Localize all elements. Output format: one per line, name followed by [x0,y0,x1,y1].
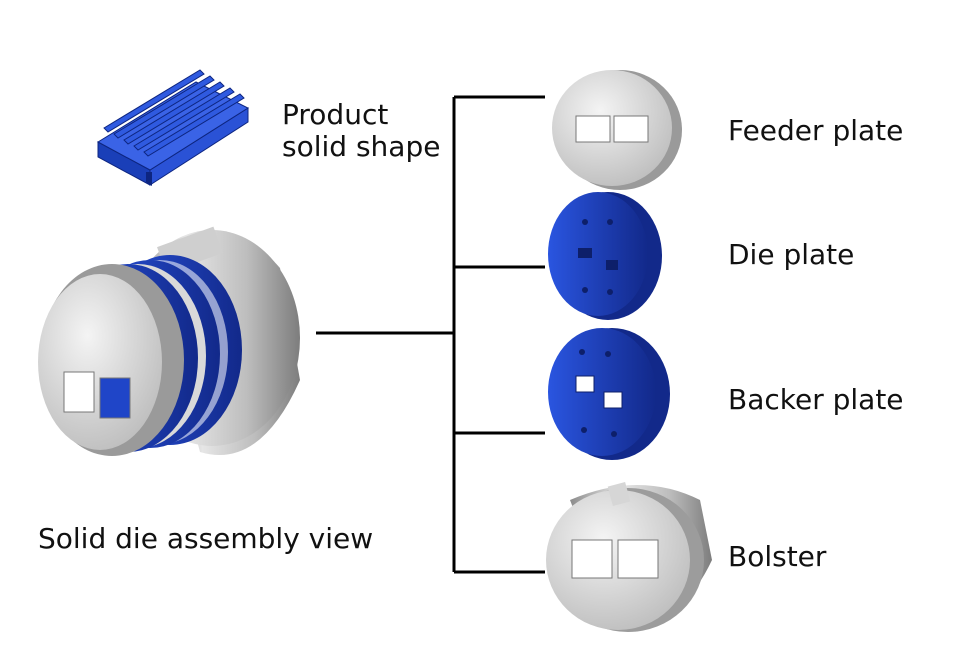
feeder-plate-icon [552,70,682,190]
product-label-line1: Product [282,98,389,131]
connector-lines [316,95,545,574]
bolster-icon [546,482,712,632]
backer-plate-label: Backer plate [728,383,904,416]
die-plate-label: Die plate [728,238,855,271]
die-assembly-icon [38,226,300,456]
heat-sink-icon [96,69,250,186]
product-label-line2: solid shape [282,130,441,163]
assembly-label: Solid die assembly view [38,522,374,555]
feeder-plate-label: Feeder plate [728,114,904,147]
bolster-label: Bolster [728,540,827,573]
backer-plate-icon [548,328,670,460]
die-plate-icon [548,192,662,320]
